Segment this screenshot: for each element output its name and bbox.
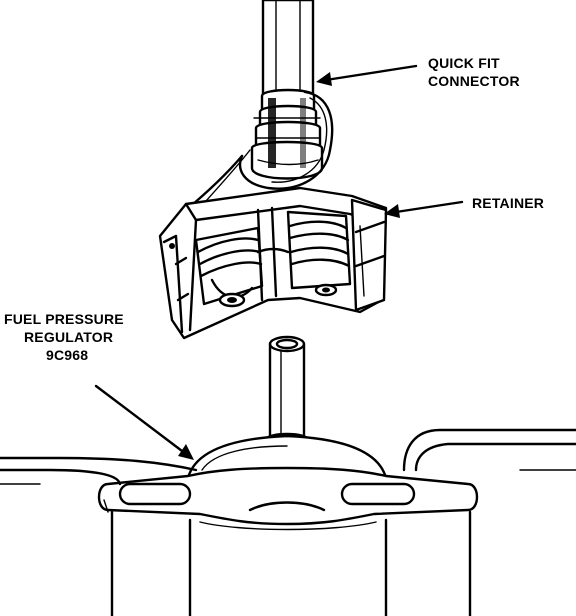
leader-regulator	[94, 384, 194, 460]
fuel-line-tube	[261, 0, 315, 98]
callout-quick-fit-connector: QUICK FIT CONNECTOR	[428, 55, 520, 89]
regulator-housing	[110, 510, 472, 616]
callout-fuel-pressure-regulator: FUEL PRESSURE REGULATOR 9C968	[4, 311, 124, 363]
regulator-mounting-flange	[97, 466, 479, 526]
retainer-clip	[158, 186, 388, 340]
quick-fit-label-line2: CONNECTOR	[428, 73, 520, 89]
retainer-label: RETAINER	[472, 195, 544, 211]
regulator-part-number: 9C968	[46, 347, 88, 363]
quick-fit-connector	[250, 88, 324, 180]
regulator-label-line2: REGULATOR	[24, 329, 113, 345]
manifold-lines	[0, 428, 576, 486]
regulator-dome	[186, 434, 388, 480]
regulator-label-line1: FUEL PRESSURE	[4, 311, 124, 327]
callout-retainer: RETAINER	[472, 195, 544, 211]
quick-fit-label-line1: QUICK FIT	[428, 55, 500, 71]
leader-quick-fit	[316, 64, 418, 86]
leader-retainer	[384, 200, 464, 218]
